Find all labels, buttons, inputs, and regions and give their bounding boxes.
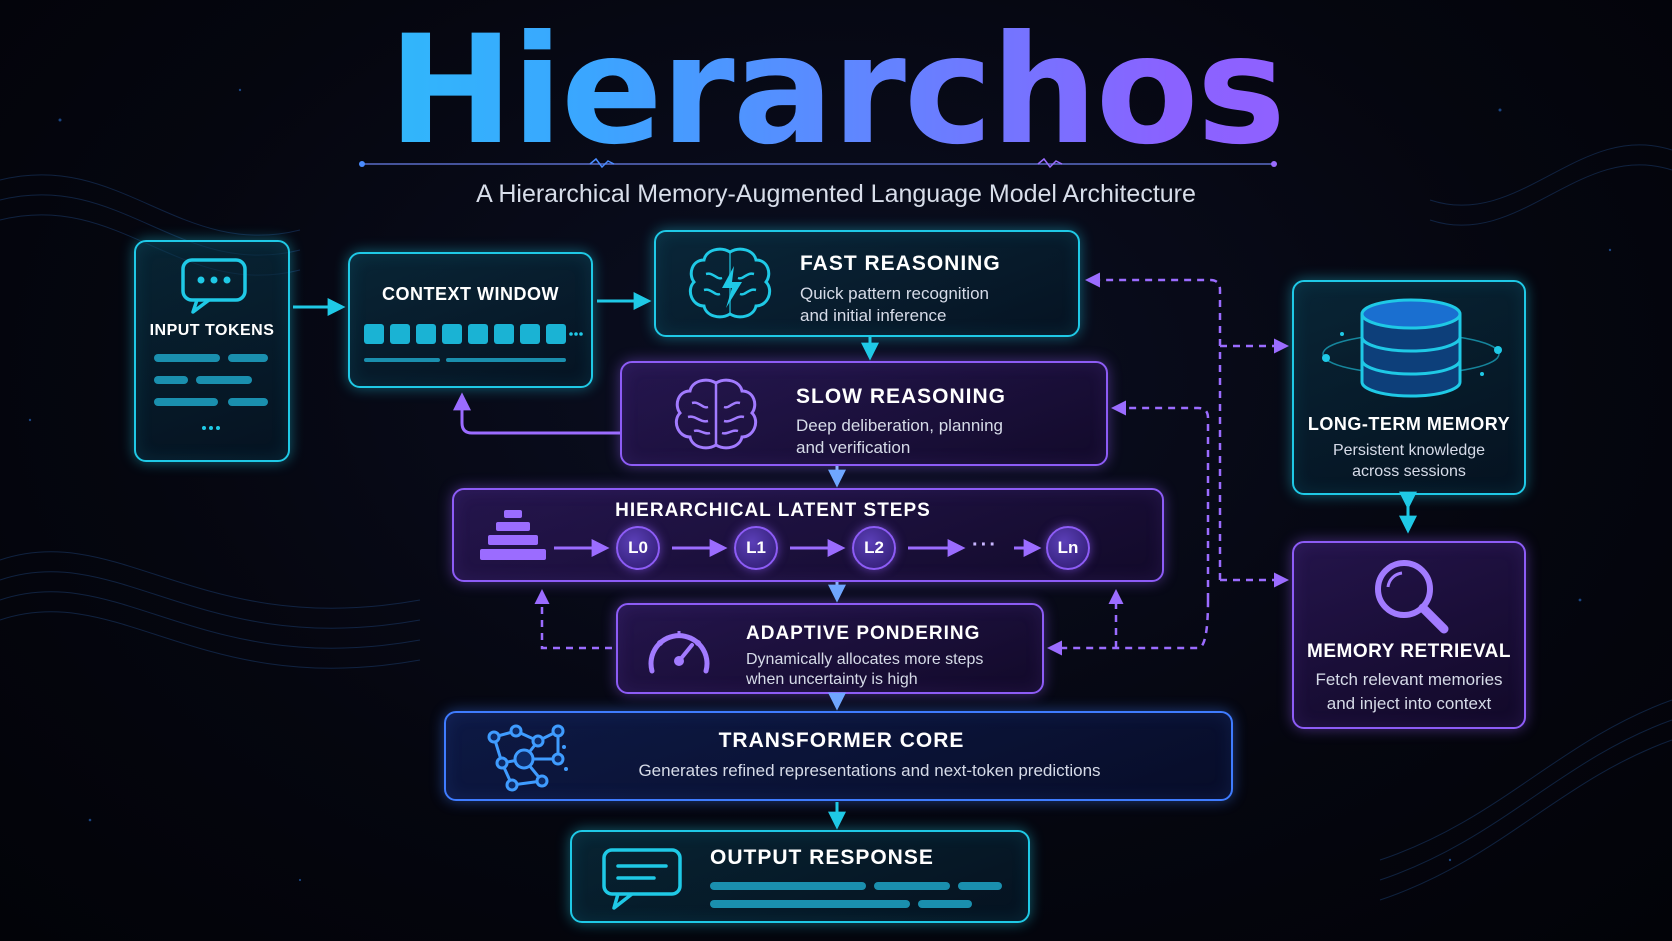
transformer-core-node[interactable]: TRANSFORMER CORE Generates refined repre… bbox=[444, 711, 1233, 801]
chat-bubble-icon bbox=[181, 258, 247, 314]
fast-reasoning-node[interactable]: FAST REASONING Quick pattern recognition… bbox=[654, 230, 1080, 337]
output-text-lines bbox=[710, 882, 1002, 908]
page-title: Hierarchos bbox=[0, 6, 1672, 176]
latent-step-l2: L2 bbox=[852, 526, 896, 570]
fast-reasoning-desc-2: and initial inference bbox=[800, 306, 947, 325]
slow-reasoning-node[interactable]: SLOW REASONING Deep deliberation, planni… bbox=[620, 361, 1108, 466]
latent-steps-label: HIERARCHICAL LATENT STEPS bbox=[615, 500, 931, 521]
message-icon bbox=[602, 848, 682, 910]
latent-steps-node[interactable]: HIERARCHICAL LATENT STEPS L0 L1 L2 ··· L… bbox=[452, 488, 1164, 582]
long-term-memory-label: LONG-TERM MEMORY bbox=[1307, 414, 1511, 434]
token-lines bbox=[154, 354, 268, 430]
memory-retrieval-desc-1: Fetch relevant memories bbox=[1315, 670, 1503, 689]
context-window-node[interactable]: CONTEXT WINDOW bbox=[348, 252, 593, 388]
brain-icon bbox=[674, 378, 758, 450]
latent-step-l0: L0 bbox=[616, 526, 660, 570]
slow-reasoning-desc-2: and verification bbox=[796, 438, 911, 457]
database-icon bbox=[1322, 298, 1502, 398]
adaptive-pondering-label: ADAPTIVE PONDERING bbox=[746, 623, 981, 644]
fast-reasoning-desc-1: Quick pattern recognition bbox=[800, 284, 989, 303]
brain-lightning-icon bbox=[688, 247, 772, 319]
memory-retrieval-label: MEMORY RETRIEVAL bbox=[1307, 641, 1511, 662]
adaptive-pondering-desc-1: Dynamically allocates more steps bbox=[746, 651, 984, 668]
adaptive-pondering-desc-2: when uncertainty is high bbox=[746, 671, 918, 688]
network-graph-icon bbox=[487, 724, 568, 792]
memory-retrieval-desc-2: and inject into context bbox=[1326, 694, 1492, 713]
title-divider bbox=[359, 157, 1277, 169]
output-response-label: OUTPUT RESPONSE bbox=[710, 846, 934, 869]
long-term-memory-node[interactable]: LONG-TERM MEMORY Persistent knowledge ac… bbox=[1292, 280, 1526, 495]
slow-reasoning-label: SLOW REASONING bbox=[796, 385, 1007, 408]
transformer-core-desc: Generates refined representations and ne… bbox=[638, 761, 1101, 780]
gauge-icon bbox=[648, 631, 710, 674]
magnifier-icon bbox=[1375, 560, 1449, 634]
latent-steps-ellipsis: ··· bbox=[972, 534, 998, 556]
transformer-core-label: TRANSFORMER CORE bbox=[718, 729, 965, 752]
adaptive-pondering-node[interactable]: ADAPTIVE PONDERING Dynamically allocates… bbox=[616, 603, 1044, 694]
fast-reasoning-label: FAST REASONING bbox=[800, 252, 1001, 275]
long-term-memory-desc-1: Persistent knowledge bbox=[1332, 442, 1486, 459]
output-response-node[interactable]: OUTPUT RESPONSE bbox=[570, 830, 1030, 923]
input-tokens-label: INPUT TOKENS bbox=[149, 322, 275, 339]
latent-step-l1: L1 bbox=[734, 526, 778, 570]
context-window-label: CONTEXT WINDOW bbox=[382, 284, 559, 304]
page-subtitle: A Hierarchical Memory-Augmented Language… bbox=[476, 180, 1196, 208]
long-term-memory-desc-2: across sessions bbox=[1352, 463, 1466, 480]
pyramid-icon bbox=[480, 510, 546, 560]
latent-step-arrows bbox=[554, 539, 1042, 557]
context-token-blocks bbox=[364, 324, 583, 362]
input-tokens-node[interactable]: INPUT TOKENS bbox=[134, 240, 290, 462]
latent-step-ln: Ln bbox=[1046, 526, 1090, 570]
memory-retrieval-node[interactable]: MEMORY RETRIEVAL Fetch relevant memories… bbox=[1292, 541, 1526, 729]
slow-reasoning-desc-1: Deep deliberation, planning bbox=[796, 416, 1003, 435]
